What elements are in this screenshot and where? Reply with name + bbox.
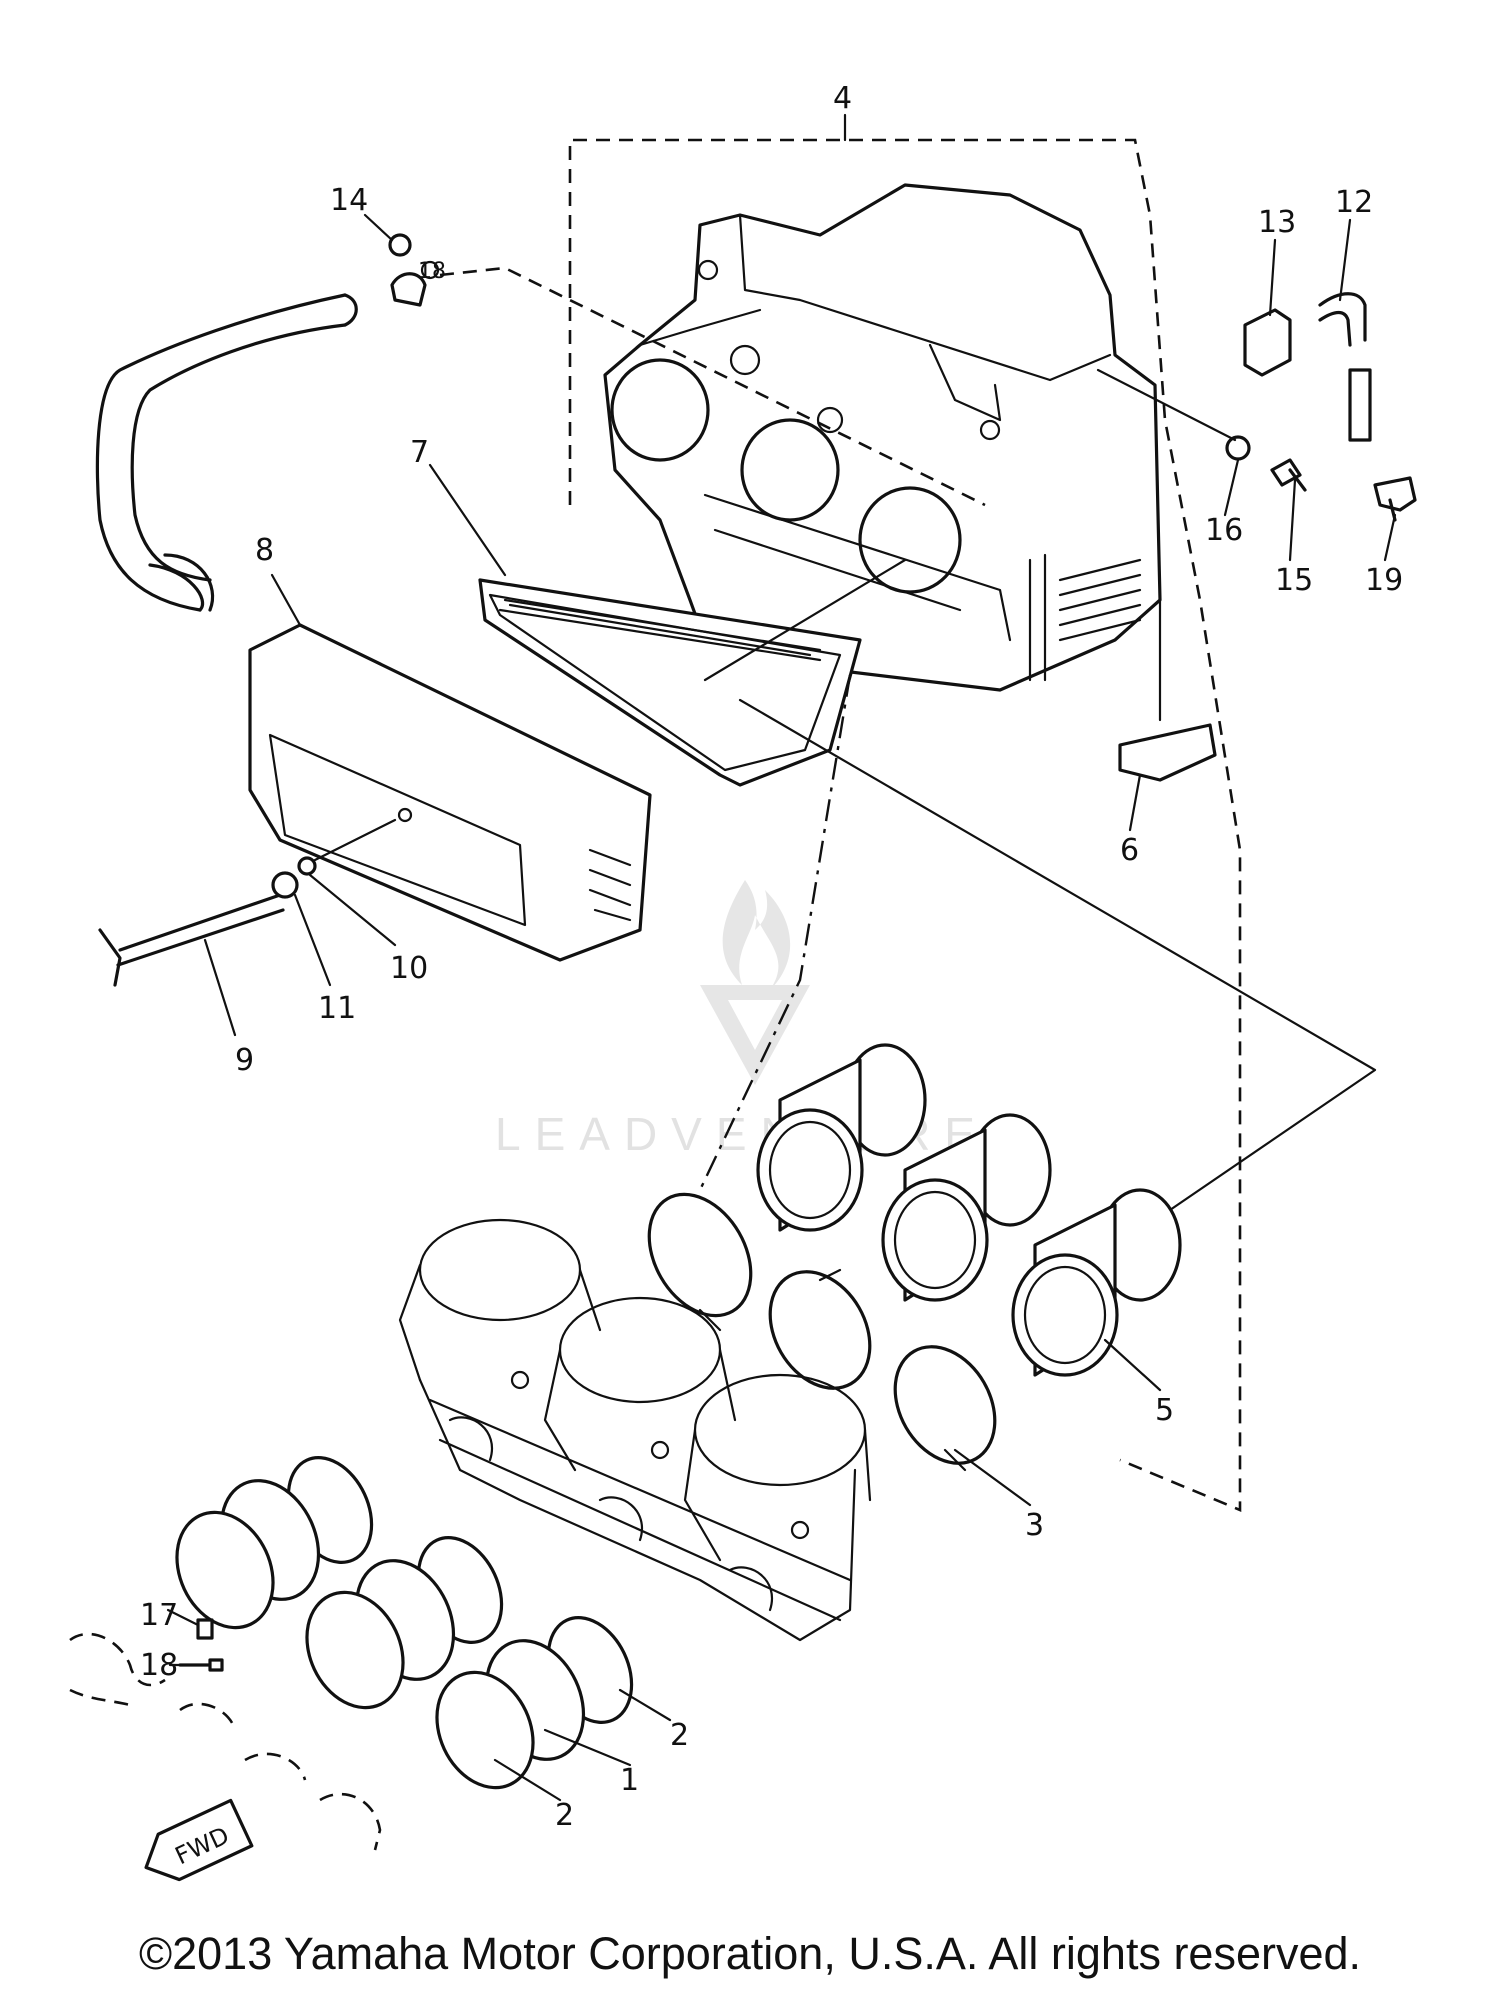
breather-hose	[95, 293, 358, 612]
label-11: 11	[318, 991, 356, 1026]
label-8: 8	[255, 533, 274, 568]
cylinder-head-outline	[69, 1632, 382, 1851]
label-19: 19	[1365, 563, 1403, 598]
small-fittings	[178, 1618, 224, 1672]
label-2-lower: 2	[555, 1798, 574, 1833]
right-side-parts	[1096, 292, 1417, 782]
intake-joints	[175, 1456, 634, 1790]
air-funnels	[756, 1043, 1182, 1377]
label-17: 17	[140, 1598, 178, 1633]
label-1: 1	[620, 1763, 639, 1798]
copyright-notice: ©2013 Yamaha Motor Corporation, U.S.A. A…	[138, 1928, 1362, 1979]
air-cleaner-case	[603, 183, 1162, 692]
label-2-upper: 2	[670, 1718, 689, 1753]
label-6: 6	[1120, 833, 1139, 868]
flame-logo-icon	[700, 880, 810, 1085]
label-15: 15	[1275, 563, 1313, 598]
label-5: 5	[1155, 1393, 1174, 1428]
label-10: 10	[390, 951, 428, 986]
label-7: 7	[410, 435, 429, 470]
fwd-arrow-icon: FWD	[144, 1798, 254, 1882]
label-14: 14	[330, 183, 368, 218]
wing-bolt	[98, 818, 397, 987]
label-3: 3	[1025, 1508, 1044, 1543]
assembly-4-bracket	[568, 113, 1242, 1512]
leader-lines	[166, 213, 1397, 1802]
exploded-parts-diagram: LEADVENTURE	[69, 81, 1417, 1882]
label-18: 18	[140, 1648, 178, 1683]
hose-clip	[388, 233, 986, 507]
label-18-top: 18	[418, 259, 446, 284]
air-filter-element	[478, 578, 862, 787]
funnel-clamps	[647, 1192, 997, 1472]
label-13: 13	[1258, 205, 1296, 240]
label-16: 16	[1205, 513, 1243, 548]
guide-lines	[698, 558, 1377, 1212]
part-labels: 4 14 18 13 12 7 8 16 15 19 6 10 11 9 5 3…	[140, 81, 1403, 1833]
label-12: 12	[1335, 185, 1373, 220]
label-4: 4	[833, 81, 852, 116]
label-9: 9	[235, 1043, 254, 1078]
carburetor-assembly	[398, 1218, 872, 1642]
air-cleaner-cap	[248, 623, 652, 962]
